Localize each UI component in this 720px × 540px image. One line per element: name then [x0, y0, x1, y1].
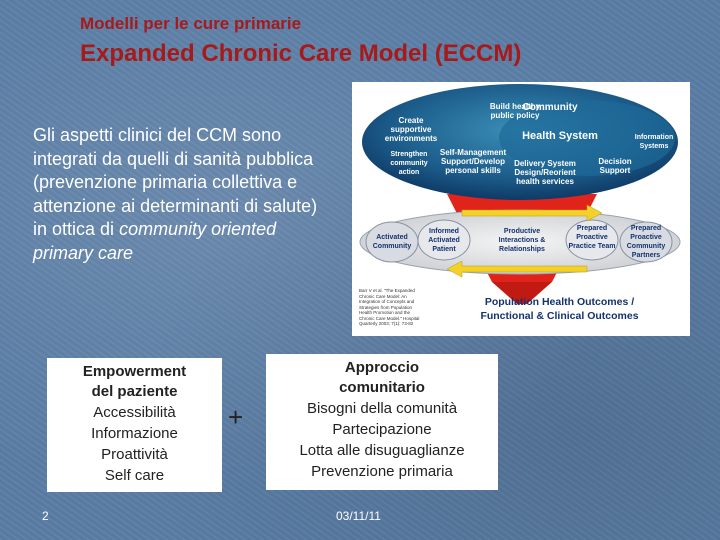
community-item: Prevenzione primaria: [311, 463, 453, 480]
eccm-diagram-image: Build healthy public policy Community Cr…: [352, 82, 690, 336]
empowerment-box: Empowerment del paziente Accessibilità I…: [47, 358, 222, 492]
body-text-italic: community oriented primary care: [33, 219, 277, 263]
community-item: Bisogni della comunità: [306, 400, 458, 417]
diagram-outcomes: Population Health Outcomes / Functional …: [442, 295, 677, 323]
diagram-informed-patient: Informed Activated Patient: [428, 228, 460, 253]
diagram-prepared-partners: Prepared Proactive Community Partners: [626, 225, 666, 259]
empowerment-heading-line1: Empowerment: [82, 363, 187, 380]
diagram-outcomes-line1: Population Health Outcomes /: [484, 296, 635, 308]
community-approach-box: Approccio comunitario Bisogni della comu…: [266, 354, 498, 490]
diagram-decision: Decision Support: [598, 157, 632, 175]
eccm-diagram-graphic: [359, 84, 681, 304]
diagram-activated-community: Activated Community: [372, 234, 412, 250]
plus-sign: +: [228, 402, 244, 432]
empowerment-item: Self care: [104, 467, 165, 484]
community-item: Lotta alle disuguaglianze: [299, 442, 465, 459]
empowerment-item: Proattività: [101, 446, 168, 463]
empowerment-heading-line2: del paziente: [91, 383, 178, 400]
diagram-info-systems: Information Systems: [634, 134, 674, 150]
diagram-citation: Barr V et al. "The Expanded Chronic Care…: [359, 288, 420, 326]
diagram-strengthen: Strengthen community action: [390, 151, 428, 176]
diagram-community: Community: [522, 102, 578, 113]
diagram-prepared-team: Prepared Proactive Practice Team: [568, 225, 616, 250]
body-text: Gli aspetti clinici del CCM sono integra…: [33, 124, 333, 265]
community-heading-line1: Approccio: [344, 359, 420, 376]
diagram-delivery: Delivery System Design/Reorient health s…: [514, 159, 576, 186]
diagram-self-mgmt: Self-Management Support/Develop personal…: [439, 148, 507, 175]
body-text-plain: Gli aspetti clinici del CCM sono integra…: [33, 125, 318, 239]
diagram-health-system: Health System: [522, 130, 598, 142]
page-number: 2: [42, 509, 49, 523]
diagram-outcomes-line2: Functional & Clinical Outcomes: [480, 310, 639, 322]
diagram-productive: Productive Interactions & Relationships: [498, 228, 546, 253]
community-item: Partecipazione: [332, 421, 432, 438]
slide-title-line1: Modelli per le cure primarie: [80, 14, 302, 33]
slide-date: 03/11/11: [336, 509, 381, 523]
community-heading-line2: comunitario: [339, 379, 425, 396]
diagram-create-env: Create supportive environments: [384, 116, 438, 143]
slide-title-line2: Expanded Chronic Care Model (ECCM): [80, 40, 522, 67]
empowerment-item: Informazione: [91, 425, 178, 442]
empowerment-item: Accessibilità: [93, 404, 176, 421]
diagram-build-policy: Build healthy public policy: [489, 102, 541, 120]
